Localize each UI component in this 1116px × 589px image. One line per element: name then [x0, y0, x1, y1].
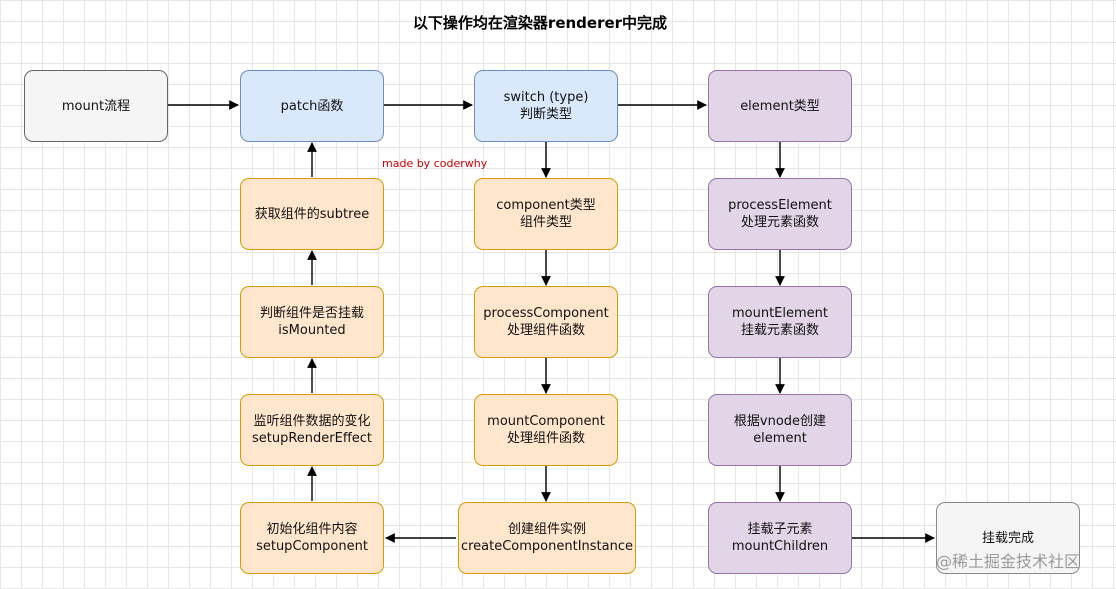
- node-is-mounted: 判断组件是否挂载 isMounted: [240, 286, 384, 358]
- node-sublabel: 挂载元素函数: [740, 323, 819, 338]
- diagram-title: 以下操作均在渲染器renderer中完成: [412, 14, 668, 32]
- node-sublabel: mountChildren: [731, 539, 829, 554]
- node-sublabel: 处理组件函数: [506, 431, 585, 446]
- node-mount-element: mountElement 挂载元素函数: [708, 286, 852, 358]
- node-mount-component: mountComponent 处理组件函数: [474, 394, 618, 466]
- node-sublabel: 处理组件函数: [506, 323, 585, 338]
- node-element-type: element类型: [708, 70, 852, 142]
- node-sublabel: isMounted: [278, 323, 346, 338]
- node-label: patch函数: [280, 98, 344, 114]
- node-label: processComponent: [483, 306, 609, 321]
- node-component-type: component类型 组件类型: [474, 178, 618, 250]
- node-sublabel: 判断类型: [519, 107, 572, 122]
- node-process-component: processComponent 处理组件函数: [474, 286, 618, 358]
- node-label: 获取组件的subtree: [254, 206, 370, 222]
- node-label: component类型: [496, 198, 596, 213]
- node-sublabel: element: [753, 431, 807, 446]
- node-label: element类型: [740, 98, 820, 114]
- node-mount-done: 挂载完成: [936, 502, 1080, 574]
- node-label: mountComponent: [487, 414, 605, 429]
- node-sublabel: createComponentInstance: [460, 539, 634, 554]
- node-mount-children: 挂载子元素 mountChildren: [708, 502, 852, 574]
- node-create-component-instance: 创建组件实例 createComponentInstance: [458, 502, 636, 574]
- watermark: @稀土掘金技术社区: [936, 552, 1081, 571]
- node-label: 初始化组件内容: [266, 522, 358, 537]
- node-label: 创建组件实例: [507, 522, 586, 537]
- node-label: 根据vnode创建: [733, 414, 827, 429]
- node-label: processElement: [728, 198, 832, 213]
- node-mount-flow: mount流程: [24, 70, 168, 142]
- node-switch-type: switch (type) 判断类型: [474, 70, 618, 142]
- node-sublabel: 处理元素函数: [740, 215, 819, 230]
- node-label: 监听组件数据的变化: [253, 414, 371, 429]
- node-label: switch (type): [503, 90, 589, 105]
- node-process-element: processElement 处理元素函数: [708, 178, 852, 250]
- node-patch: patch函数: [240, 70, 384, 142]
- node-setup-component: 初始化组件内容 setupComponent: [240, 502, 384, 574]
- node-label: 挂载子元素: [747, 522, 813, 537]
- node-sublabel: setupRenderEffect: [251, 431, 373, 446]
- node-sublabel: setupComponent: [256, 539, 368, 554]
- node-label: mountElement: [731, 306, 828, 321]
- node-create-element: 根据vnode创建 element: [708, 394, 852, 466]
- author-credit: made by coderwhy: [382, 157, 488, 170]
- node-label: 挂载完成: [981, 530, 1034, 546]
- node-label: 判断组件是否挂载: [259, 306, 364, 321]
- node-sublabel: 组件类型: [519, 215, 572, 230]
- node-label: mount流程: [61, 98, 131, 114]
- node-setup-render-effect: 监听组件数据的变化 setupRenderEffect: [240, 394, 384, 466]
- node-get-subtree: 获取组件的subtree: [240, 178, 384, 250]
